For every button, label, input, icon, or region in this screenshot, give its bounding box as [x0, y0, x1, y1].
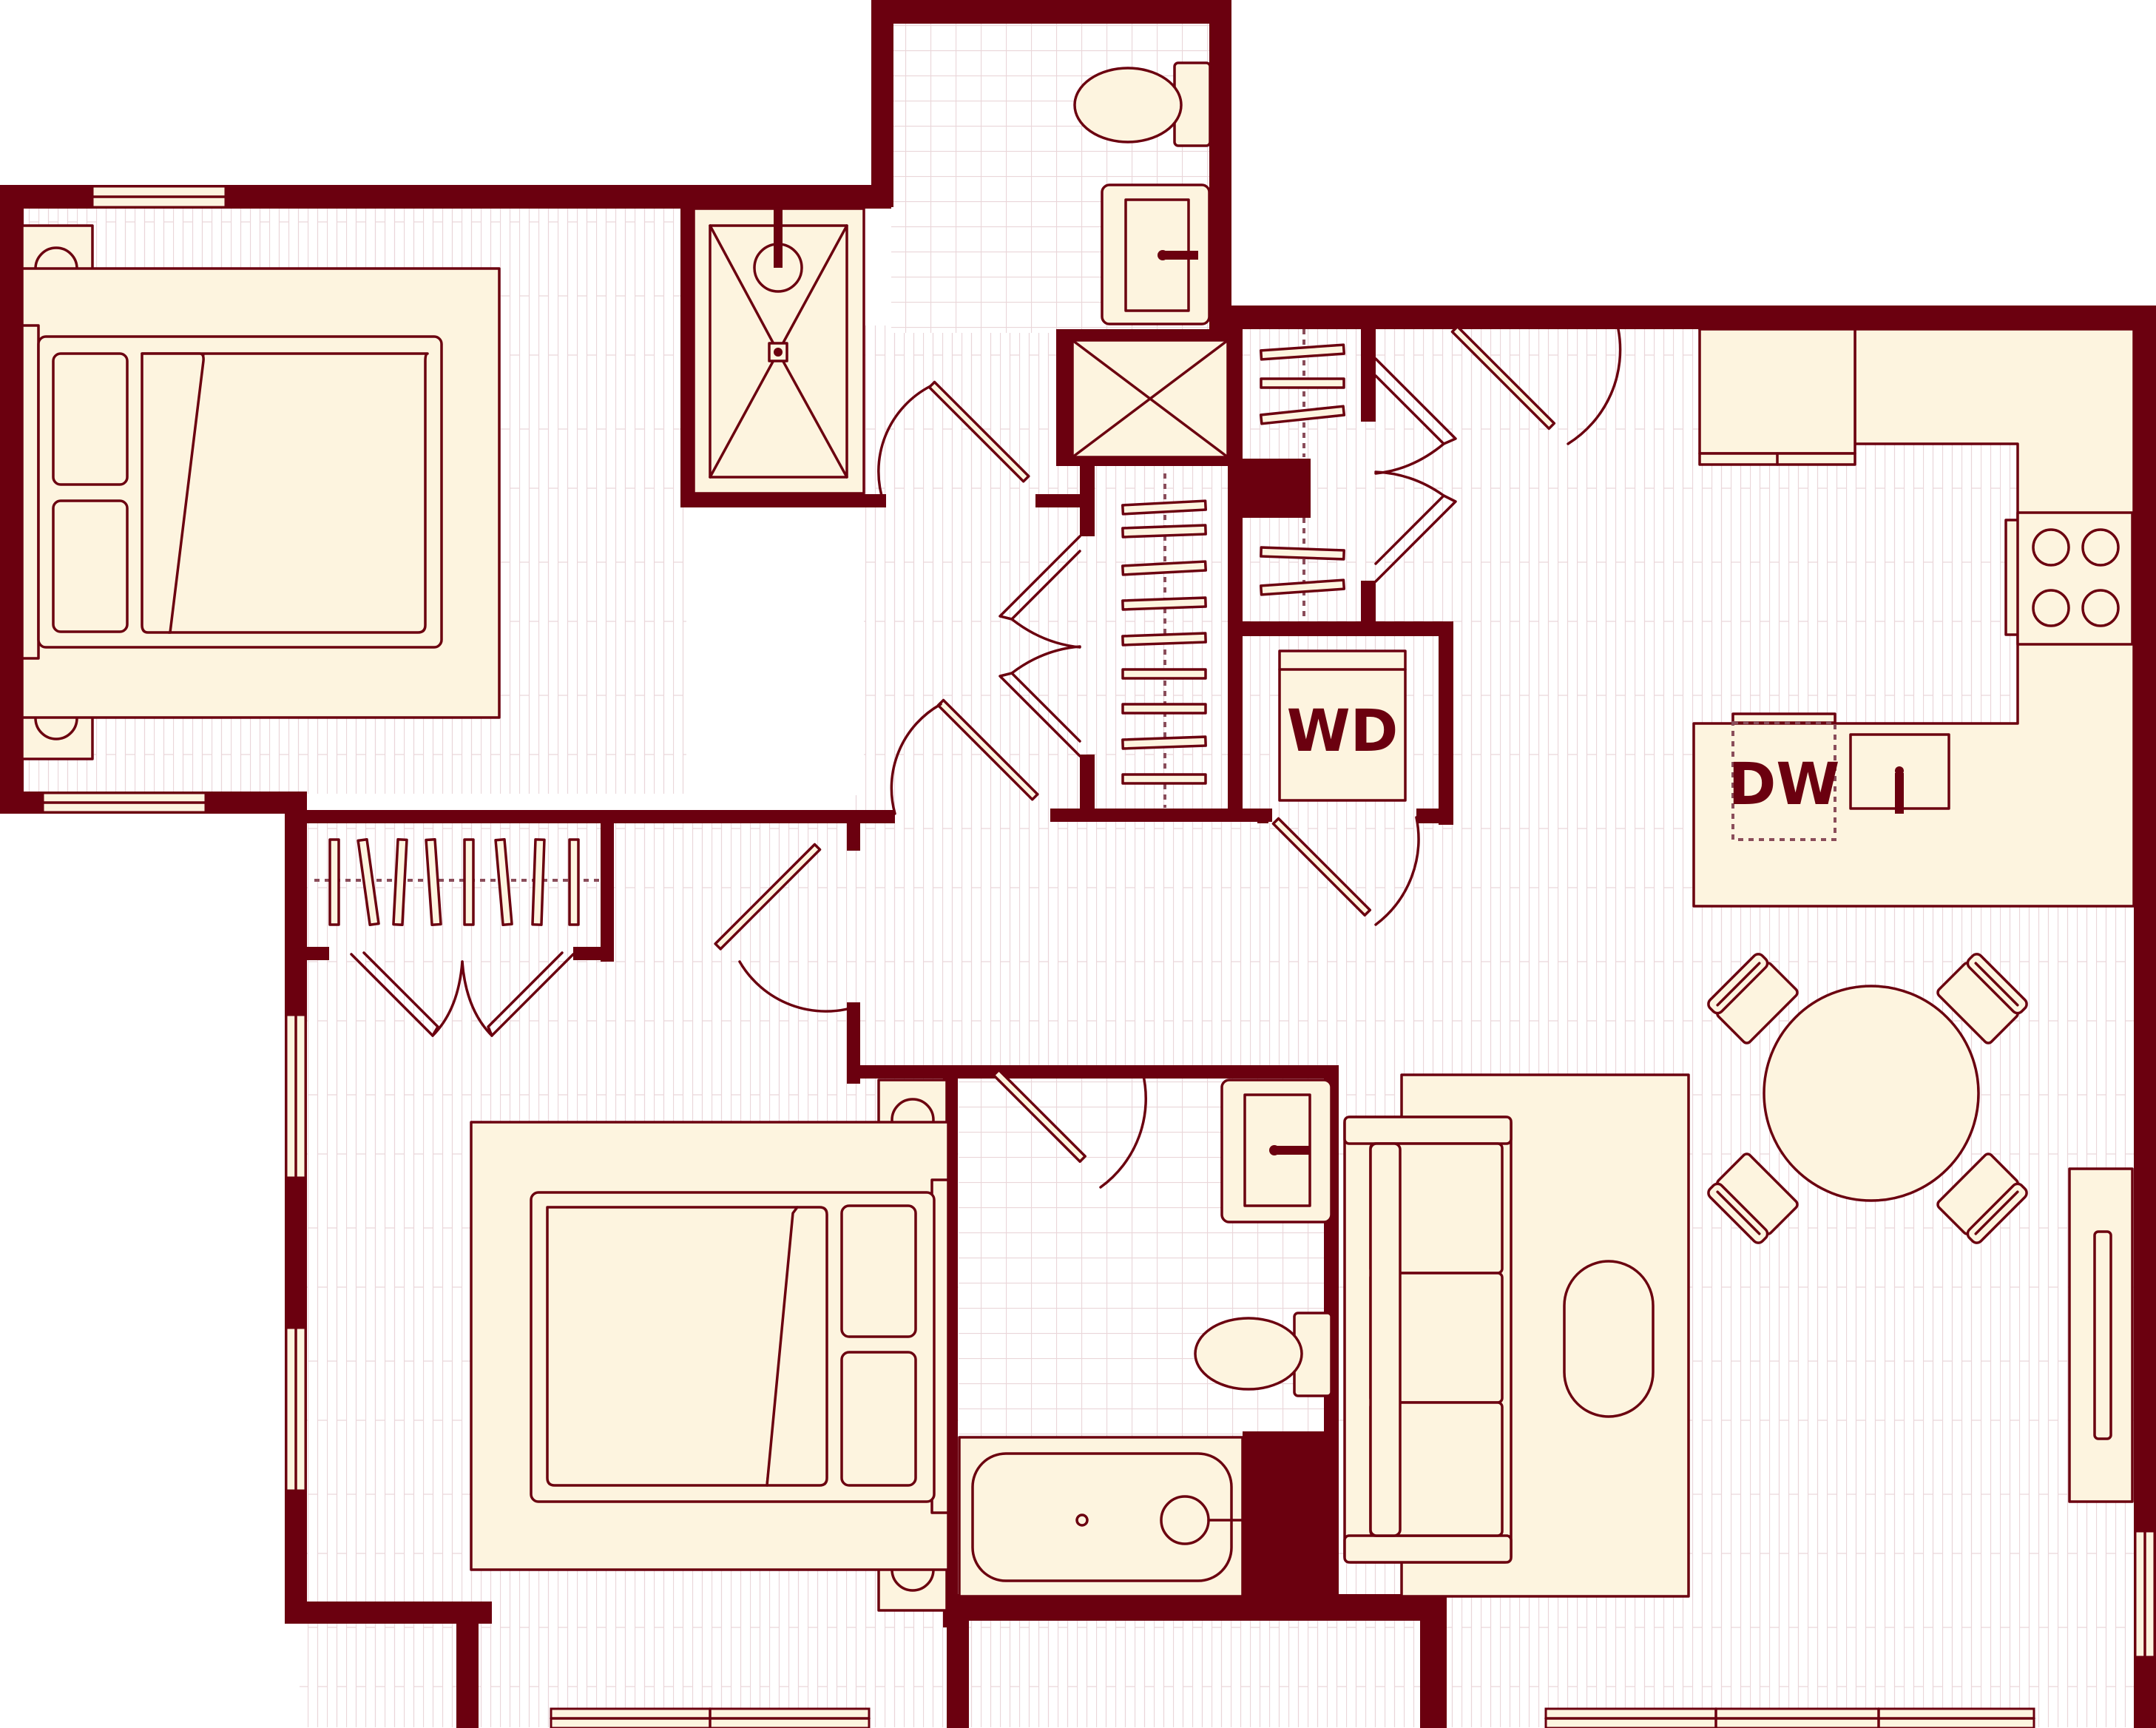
- sink-icon: [1849, 733, 1950, 814]
- windows: [41, 185, 2156, 1728]
- door-swing-icon: [1374, 357, 1457, 583]
- closet-rod-icon: [314, 837, 601, 927]
- door-swing-icon: [890, 698, 1039, 815]
- bedroom-2: [470, 1079, 950, 1612]
- washer-dryer-icon: WD: [1278, 649, 1407, 802]
- fireplace-icon: [2068, 1167, 2134, 1503]
- window-icon: [285, 1326, 307, 1492]
- window-icon: [41, 792, 207, 814]
- living: [1343, 1073, 2134, 1598]
- door-swing-icon: [1271, 816, 1420, 926]
- window-icon: [285, 1013, 307, 1179]
- closet-rod-icon: [1259, 329, 1346, 618]
- bed-icon: [21, 267, 501, 719]
- dining: [1707, 953, 2028, 1244]
- closets: [314, 329, 1346, 927]
- window-icon: [91, 185, 227, 209]
- dining-table-icon: [1763, 985, 1980, 1202]
- sink-icon: [1101, 183, 1211, 325]
- door-swing-icon: [1450, 325, 1622, 445]
- shower-icon: [692, 207, 865, 495]
- bath-2: [958, 1079, 1333, 1598]
- washer-dryer-label: WD: [1287, 698, 1399, 765]
- cabinet-icon: [1698, 328, 1856, 466]
- coffee-table-icon: [1563, 1260, 1655, 1418]
- chair-icon: [1936, 953, 2028, 1044]
- sink-icon: [1220, 1079, 1333, 1224]
- dishwasher-icon: DW: [1728, 712, 1840, 841]
- closet-rod-icon: [1121, 473, 1207, 808]
- toilet-icon: [1073, 61, 1212, 147]
- bath-1: [692, 61, 1212, 495]
- door-swing-icon: [350, 951, 575, 1037]
- chair-icon: [1936, 1152, 2028, 1244]
- toilet-icon: [1194, 1312, 1333, 1397]
- dishwasher-label: DW: [1728, 752, 1840, 818]
- door-swing-icon: [986, 1067, 1147, 1189]
- chair-icon: [1707, 1152, 1799, 1244]
- door-swing-icon: [877, 380, 1030, 504]
- door-swing-icon: [998, 535, 1081, 757]
- kitchen: DW: [1692, 328, 2135, 908]
- range-icon: [2004, 511, 2134, 646]
- chair-icon: [1707, 953, 1799, 1044]
- bed-icon: [470, 1121, 950, 1571]
- bathtub-icon: [958, 1436, 1244, 1598]
- window-icon: [550, 1707, 871, 1728]
- sofa-icon: [1343, 1116, 1513, 1564]
- door-swing-icon: [714, 843, 859, 1013]
- window-icon: [2134, 1530, 2156, 1658]
- bedroom-1: [21, 224, 501, 760]
- doors: [350, 325, 1622, 1189]
- window-icon: [1544, 1707, 2035, 1728]
